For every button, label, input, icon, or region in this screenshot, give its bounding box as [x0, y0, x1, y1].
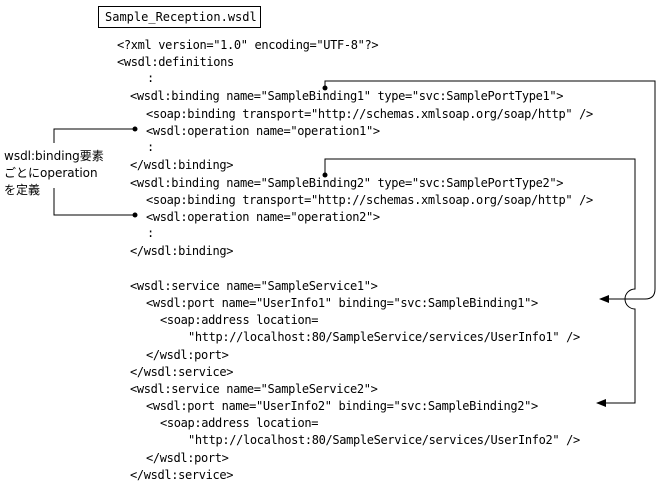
code-line-binding2-open: <wsdl:binding name="SampleBinding2" type…: [130, 176, 564, 190]
annotation-line: ごとにoperation: [4, 166, 98, 180]
code-line-binding1-close: </wsdl:binding>: [130, 158, 234, 172]
code-line-port1-close: </wsdl:port>: [146, 348, 229, 362]
code-line-location1: "http://localhost:80/SampleService/servi…: [188, 330, 580, 344]
bracket-dot-operation2: [132, 212, 138, 218]
code-line-ellipsis: :: [147, 140, 154, 154]
annotation-bracket: [53, 128, 134, 216]
connector-binding2: [324, 158, 636, 407]
code-line-ellipsis: :: [147, 226, 154, 240]
code-line-port1: <wsdl:port name="UserInfo1" binding="svc…: [146, 296, 538, 310]
file-title: Sample_Reception.wsdl: [98, 6, 261, 28]
code-line-binding2-close: </wsdl:binding>: [130, 244, 234, 258]
code-line-port2: <wsdl:port name="UserInfo2" binding="svc…: [146, 399, 538, 413]
code-line-service1-close: </wsdl:service>: [130, 365, 234, 379]
code-line-binding1-open: <wsdl:binding name="SampleBinding1" type…: [130, 89, 564, 103]
code-line-service2-close: </wsdl:service>: [130, 468, 234, 482]
code-line-service1-open: <wsdl:service name="SampleService1">: [130, 279, 378, 293]
binding-annotation: wsdl:binding要素 ごとにoperation を定義: [4, 148, 104, 199]
code-line-soap-address2: <soap:address location=: [160, 416, 319, 430]
code-line-service2-open: <wsdl:service name="SampleService2">: [130, 382, 378, 396]
code-line-port2-close: </wsdl:port>: [146, 451, 229, 465]
annotation-line: を定義: [4, 183, 41, 197]
connector-binding1: [324, 80, 656, 303]
connector-dot-binding2: [322, 172, 328, 178]
code-line-operation2: <wsdl:operation name="operation2">: [146, 210, 380, 224]
code-line-ellipsis: :: [147, 71, 154, 85]
code-line-definitions-open: <wsdl:definitions: [117, 55, 234, 69]
annotation-line: wsdl:binding要素: [4, 149, 104, 163]
code-line-soap-binding2: <soap:binding transport="http://schemas.…: [146, 193, 593, 207]
code-line-operation1: <wsdl:operation name="operation1">: [146, 124, 380, 138]
code-line-soap-binding1: <soap:binding transport="http://schemas.…: [146, 107, 593, 121]
code-line-soap-address1: <soap:address location=: [160, 313, 319, 327]
code-line-xml-declaration: <?xml version="1.0" encoding="UTF-8"?>: [117, 38, 379, 52]
code-line-location2: "http://localhost:80/SampleService/servi…: [188, 433, 580, 447]
connector-dot-binding1: [322, 85, 328, 91]
bracket-dot-operation1: [132, 126, 138, 132]
